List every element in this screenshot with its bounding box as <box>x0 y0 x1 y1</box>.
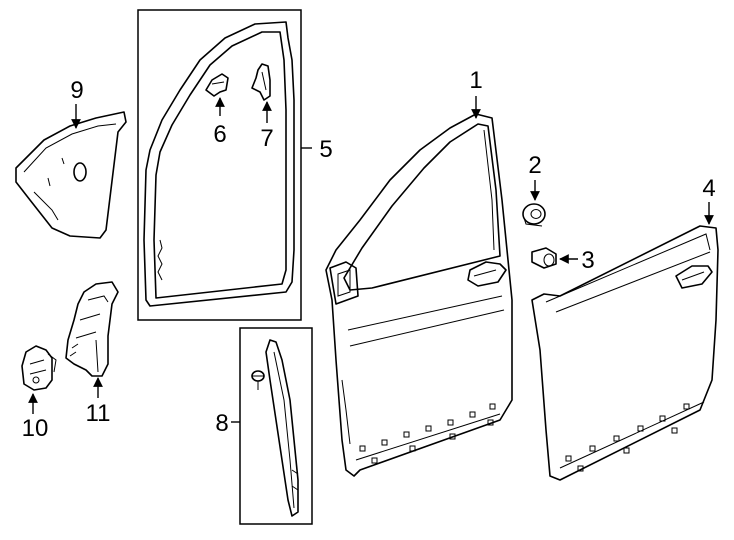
callout-9: 9 <box>70 77 83 104</box>
hinge-cover-11 <box>65 281 119 377</box>
grommet-2 <box>522 203 546 227</box>
door-weatherstrip <box>143 21 295 307</box>
front-door-1 <box>325 113 513 477</box>
door-trim-8 <box>265 339 299 517</box>
callout-6: 6 <box>213 121 226 148</box>
clip-6 <box>205 73 229 97</box>
inner-panel-9 <box>15 111 127 239</box>
callout-1: 1 <box>469 67 482 94</box>
plug-3 <box>531 247 557 269</box>
callout-7: 7 <box>260 125 273 152</box>
check-link-10 <box>21 345 57 391</box>
weatherstrip-box <box>137 9 302 321</box>
door-skin-4 <box>531 225 719 481</box>
clip-8 <box>251 370 265 390</box>
clip-7 <box>251 63 271 101</box>
callout-3: 3 <box>581 247 594 274</box>
callout-8: 8 <box>215 410 228 437</box>
callout-5: 5 <box>319 136 332 163</box>
callout-10: 10 <box>22 415 49 442</box>
callout-11: 11 <box>86 400 111 427</box>
callout-4: 4 <box>702 175 715 202</box>
callout-2: 2 <box>528 152 541 179</box>
trim-box <box>239 327 313 525</box>
